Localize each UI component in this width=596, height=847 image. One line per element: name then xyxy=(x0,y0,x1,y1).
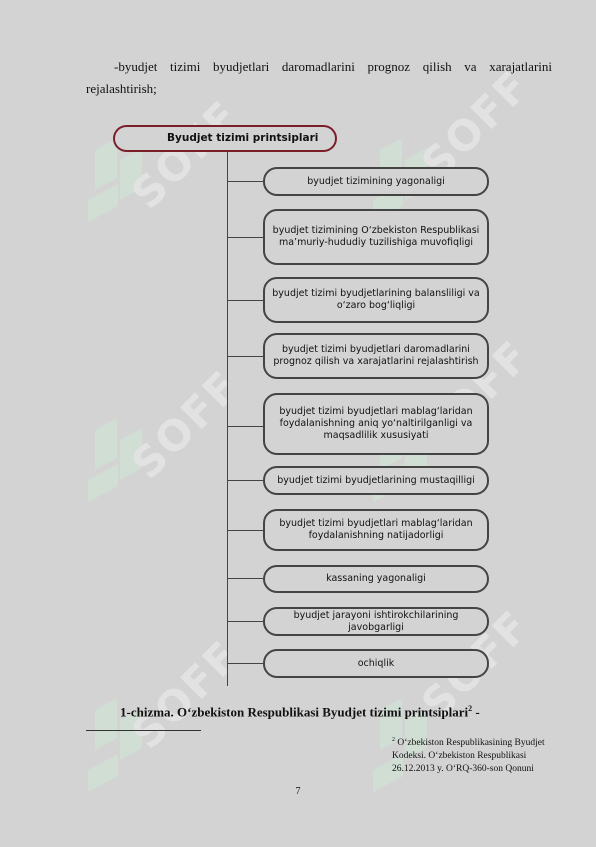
footnote: 2 O‘zbekiston Respublikasining Byudjet K… xyxy=(392,734,552,776)
diagram-item-label: byudjet tizimining yagonaligi xyxy=(307,175,445,187)
caption-text: 1-chizma. O‘zbekiston Respublikasi Byudj… xyxy=(120,704,469,720)
footnote-text: O‘zbekiston Respublikasining Byudjet Kod… xyxy=(392,738,545,775)
diagram-item: byudjet tizimi byudjetlari mablag‘larida… xyxy=(263,393,489,455)
diagram-item-label: byudjet tizimining O‘zbekiston Respublik… xyxy=(272,225,480,248)
diagram-item-label: kassaning yagonaligi xyxy=(326,573,426,584)
diagram-root-box: Byudjet tizimi printsiplari xyxy=(113,125,337,152)
diagram-item-label: byudjet tizimi byudjetlari mablag‘larida… xyxy=(279,406,473,441)
connector-branch xyxy=(227,300,263,301)
diagram-item-label: byudjet tizimi byudjetlarining balanslil… xyxy=(272,288,480,311)
connector-branch xyxy=(227,663,263,664)
connector-branch xyxy=(227,480,263,481)
connector-branch xyxy=(227,530,263,531)
connector-branch xyxy=(227,181,263,182)
diagram-item-label: byudjet tizimi byudjetlarining mustaqill… xyxy=(277,474,475,486)
diagram-root-label: Byudjet tizimi printsiplari xyxy=(167,132,319,144)
connector-branch xyxy=(227,426,263,427)
footnote-ref: 2 xyxy=(392,737,395,743)
caption-suffix: - xyxy=(472,704,480,720)
diagram-item: kassaning yagonaligi xyxy=(263,565,489,593)
diagram-item: byudjet tizimining O‘zbekiston Respublik… xyxy=(263,209,489,265)
intro-line-1: -byudjet tizimi byudjetlari daromadlarin… xyxy=(114,59,552,74)
page-number: 7 xyxy=(295,786,301,797)
diagram-item-label: byudjet tizimi byudjetlari daromadlarini… xyxy=(273,344,479,367)
diagram-item: byudjet tizimi byudjetlarining mustaqill… xyxy=(263,466,489,495)
connector-branch xyxy=(227,237,263,238)
connector-branch xyxy=(227,621,263,622)
diagram-item: byudjet tizimi byudjetlari daromadlarini… xyxy=(263,333,489,379)
connector-branch xyxy=(227,578,263,579)
diagram-item-label: byudjet jarayoni ishtirokchilarining jav… xyxy=(293,609,459,633)
connector-branch xyxy=(227,356,263,357)
diagram-item: ochiqlik xyxy=(263,649,489,678)
figure-caption: 1-chizma. O‘zbekiston Respublikasi Byudj… xyxy=(120,704,480,720)
intro-paragraph: -byudjet tizimi byudjetlari daromadlarin… xyxy=(86,56,552,100)
diagram-item: byudjet tizimi byudjetlarining balanslil… xyxy=(263,277,489,323)
diagram-item: byudjet tizimi byudjetlari mablag‘larida… xyxy=(263,509,489,551)
diagram-item: byudjet jarayoni ishtirokchilarining jav… xyxy=(263,607,489,636)
diagram-item: byudjet tizimining yagonaligi xyxy=(263,167,489,196)
diagram-item-label: ochiqlik xyxy=(357,657,395,669)
caption-footnote-ref: 2 xyxy=(468,704,473,713)
diagram-item-label: byudjet tizimi byudjetlari mablag‘larida… xyxy=(279,518,473,541)
connector-trunk xyxy=(227,152,228,686)
footnote-divider xyxy=(86,730,201,731)
intro-line-2: rejalashtirish; xyxy=(86,81,157,96)
